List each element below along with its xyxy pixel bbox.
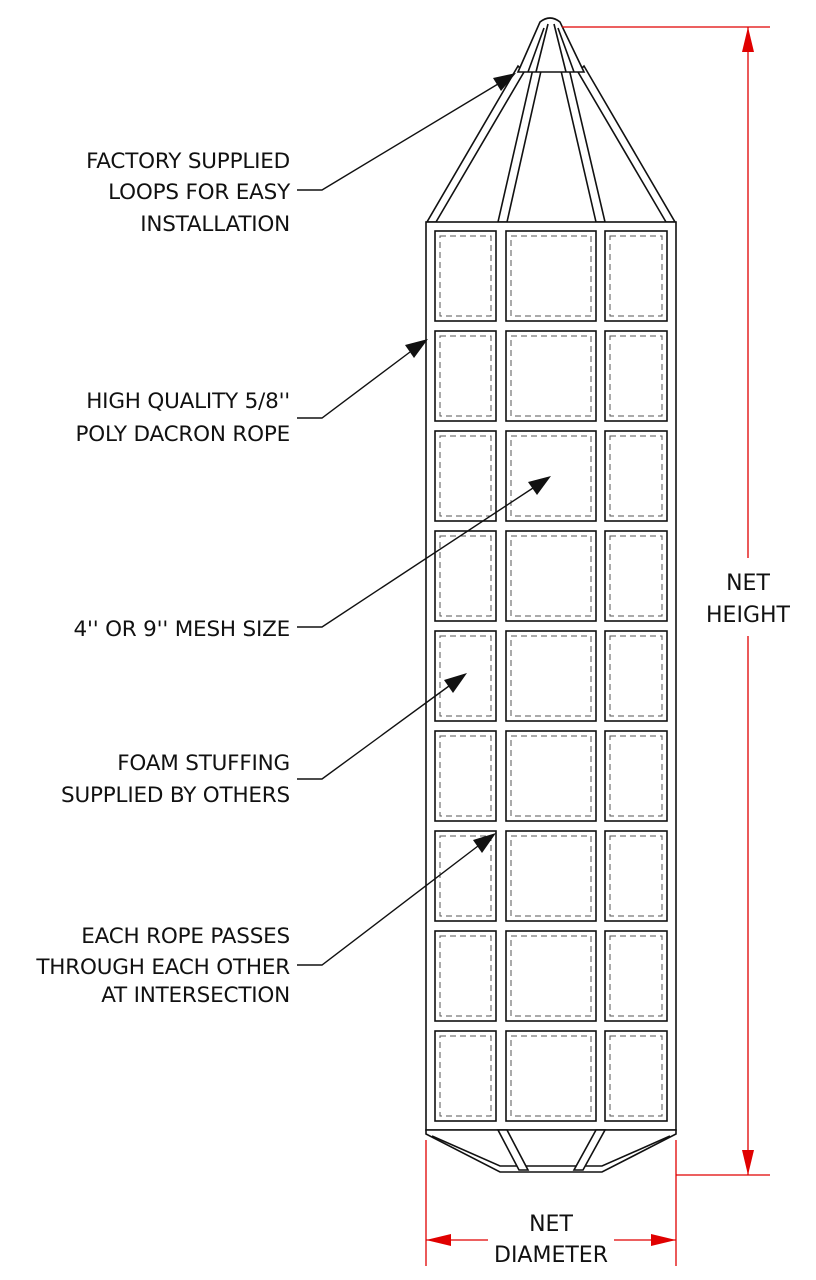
mesh-cell-inner bbox=[609, 235, 663, 317]
mesh-cell-inner bbox=[439, 1035, 492, 1117]
callout-foam-line-1: FOAM STUFFING bbox=[117, 751, 290, 776]
dimension-net-diameter: NET DIAMETER bbox=[425, 1140, 677, 1268]
bottom-cone-ropes bbox=[425, 1129, 677, 1173]
callout-loops-line-2: LOOPS FOR EASY bbox=[108, 180, 291, 205]
callout-loops: FACTORY SUPPLIED LOOPS FOR EASY INSTALLA… bbox=[86, 149, 291, 237]
mesh-cell-inner bbox=[609, 835, 663, 917]
callout-intersection: EACH ROPE PASSES THROUGH EACH OTHER AT I… bbox=[35, 924, 290, 1008]
mesh-cell bbox=[505, 330, 597, 422]
mesh-cell bbox=[434, 730, 497, 822]
callout-mesh-line-1: 4'' OR 9'' MESH SIZE bbox=[74, 617, 290, 642]
mesh-cell-inner bbox=[609, 435, 663, 517]
callout-rope-line-2: POLY DACRON ROPE bbox=[76, 422, 291, 447]
mesh-cell bbox=[505, 530, 597, 622]
top-cone-ropes bbox=[425, 17, 677, 223]
mesh-cell-inner bbox=[439, 935, 492, 1017]
mesh-cell bbox=[505, 830, 597, 922]
diameter-label-line-2: DIAMETER bbox=[494, 1243, 608, 1268]
mesh-cell bbox=[434, 230, 497, 322]
mesh-cell bbox=[604, 830, 668, 922]
mesh-cell bbox=[604, 230, 668, 322]
mesh-cell bbox=[434, 930, 497, 1022]
mesh-cell-inner bbox=[510, 735, 592, 817]
height-label-line-2: HEIGHT bbox=[706, 603, 791, 628]
callout-mesh: 4'' OR 9'' MESH SIZE bbox=[74, 617, 291, 642]
arrowhead-rope bbox=[405, 339, 428, 358]
callout-rope-line-1: HIGH QUALITY 5/8'' bbox=[86, 389, 290, 414]
callout-intersection-line-2: THROUGH EACH OTHER bbox=[35, 955, 290, 980]
callout-loops-line-3: INSTALLATION bbox=[140, 212, 290, 237]
mesh-cell bbox=[434, 330, 497, 422]
height-arrow-top bbox=[742, 27, 754, 52]
mesh-cell-inner bbox=[510, 935, 592, 1017]
mesh-cell-inner bbox=[439, 835, 492, 917]
mesh-cell bbox=[434, 630, 497, 722]
mesh-cell-inner bbox=[510, 635, 592, 717]
arrowhead-loops bbox=[493, 73, 516, 91]
mesh-cell bbox=[604, 730, 668, 822]
mesh-cell bbox=[434, 530, 497, 622]
mesh-cell bbox=[505, 230, 597, 322]
callout-foam-line-2: SUPPLIED BY OTHERS bbox=[61, 783, 290, 808]
callout-loops-line-1: FACTORY SUPPLIED bbox=[86, 149, 290, 174]
height-arrow-bottom bbox=[742, 1150, 754, 1175]
arrowhead-foam bbox=[444, 673, 467, 693]
mesh-cells bbox=[434, 230, 668, 1122]
mesh-cell-inner bbox=[609, 535, 663, 617]
diameter-label-line-1: NET bbox=[529, 1212, 573, 1237]
leader-loops bbox=[297, 83, 499, 191]
mesh-cell-inner bbox=[439, 535, 492, 617]
leader-lines bbox=[297, 73, 551, 966]
mesh-cell-inner bbox=[439, 635, 492, 717]
mesh-cell-inner bbox=[609, 1035, 663, 1117]
mesh-cell-inner bbox=[510, 235, 592, 317]
mesh-cell-inner bbox=[510, 335, 592, 417]
mesh-cell-inner bbox=[439, 435, 492, 517]
mesh-cell-inner bbox=[510, 435, 592, 517]
mesh-cell-inner bbox=[439, 735, 492, 817]
mesh-cell-inner bbox=[609, 635, 663, 717]
arrowhead-intersection bbox=[473, 833, 496, 853]
mesh-cell-inner bbox=[510, 535, 592, 617]
mesh-cell-inner bbox=[510, 835, 592, 917]
mesh-cell bbox=[434, 430, 497, 522]
mesh-cell bbox=[604, 630, 668, 722]
mesh-cell-inner bbox=[609, 735, 663, 817]
mesh-cell bbox=[604, 930, 668, 1022]
arrowhead-mesh bbox=[528, 476, 551, 495]
diameter-arrow-right bbox=[651, 1234, 676, 1246]
callout-intersection-line-1: EACH ROPE PASSES bbox=[81, 924, 290, 949]
mesh-cell-inner bbox=[439, 335, 492, 417]
mesh-cell bbox=[604, 430, 668, 522]
mesh-cell bbox=[505, 930, 597, 1022]
mesh-cell-inner bbox=[510, 1035, 592, 1117]
mesh-cell bbox=[604, 330, 668, 422]
mesh-cell bbox=[604, 530, 668, 622]
callout-foam: FOAM STUFFING SUPPLIED BY OTHERS bbox=[61, 751, 290, 808]
callout-rope: HIGH QUALITY 5/8'' POLY DACRON ROPE bbox=[76, 389, 291, 447]
mesh-cell-inner bbox=[609, 935, 663, 1017]
leader-rope bbox=[297, 351, 411, 419]
mesh-cell bbox=[434, 1030, 497, 1122]
leader-intersection bbox=[297, 845, 479, 966]
dimension-net-height: NET HEIGHT bbox=[562, 26, 791, 1176]
mesh-cell bbox=[604, 1030, 668, 1122]
leader-mesh bbox=[297, 487, 534, 628]
mesh-cell-inner bbox=[439, 235, 492, 317]
mesh-cell-inner bbox=[609, 335, 663, 417]
mesh-cell bbox=[505, 1030, 597, 1122]
diameter-arrow-left bbox=[426, 1234, 451, 1246]
mesh-cell bbox=[505, 730, 597, 822]
net-body bbox=[425, 17, 677, 1173]
callout-intersection-line-3: AT INTERSECTION bbox=[101, 983, 290, 1008]
mesh-cell bbox=[505, 630, 597, 722]
height-label-line-1: NET bbox=[726, 571, 770, 596]
leader-foam bbox=[297, 685, 450, 780]
